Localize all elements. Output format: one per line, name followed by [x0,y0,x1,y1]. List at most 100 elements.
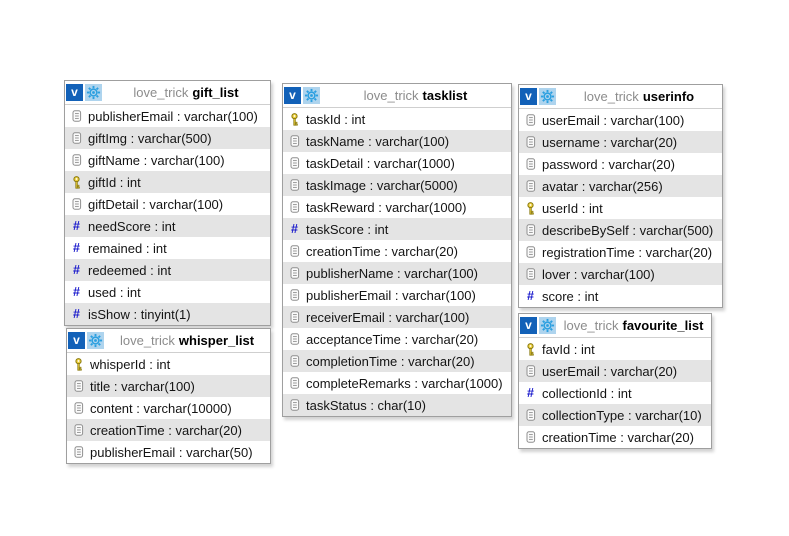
column-row-describeBySelf[interactable]: describeBySelfvarchar(500) [519,219,722,241]
text-icon [524,158,537,170]
column-row-password[interactable]: passwordvarchar(20) [519,153,722,175]
number-icon: # [524,387,537,400]
table-gift_list[interactable]: vlove_trickgift_listpublisherEmailvarcha… [64,80,271,326]
column-type: int [142,241,167,256]
column-name: avatar [542,178,579,194]
column-row-userEmail[interactable]: userEmailvarchar(20) [519,360,711,382]
column-type: varchar(100) [140,153,225,168]
column-row-score[interactable]: #scoreint [519,285,722,307]
column-row-content[interactable]: contentvarchar(10000) [67,397,270,419]
table-name: whisper_list [178,332,255,348]
table-favourite_list[interactable]: vlove_trickfavourite_listfavIdintuserEma… [518,313,712,449]
text-icon [70,110,83,122]
gear-icon [303,87,320,104]
column-row-userId[interactable]: userIdint [519,197,722,219]
view-icon: v [520,88,537,105]
column-type: int [146,357,170,372]
column-row-whisperId[interactable]: whisperIdint [67,353,270,375]
column-name: score [542,288,574,304]
text-icon [288,377,301,389]
view-icon: v [66,84,83,101]
gear-icon [87,332,104,349]
text-icon [70,198,83,210]
column-row-title[interactable]: titlevarchar(100) [67,375,270,397]
column-type: varchar(1000) [375,200,466,215]
table-whisper_list[interactable]: vlove_trickwhisper_listwhisperIdinttitle… [66,328,271,464]
column-row-creationTime[interactable]: creationTimevarchar(20) [519,426,711,448]
text-icon [72,446,85,458]
column-row-taskStatus[interactable]: taskStatuschar(10) [283,394,511,416]
column-row-needScore[interactable]: #needScoreint [65,215,270,237]
text-icon [524,268,537,280]
column-row-taskScore[interactable]: #taskScoreint [283,218,511,240]
column-name: taskId [306,111,341,127]
column-row-acceptanceTime[interactable]: acceptanceTimevarchar(20) [283,328,511,350]
column-name: used [88,284,117,300]
column-row-avatar[interactable]: avatarvarchar(256) [519,175,722,197]
column-type: varchar(500) [629,223,714,238]
column-name: giftImg [88,130,128,146]
column-name: receiverEmail [306,309,385,325]
column-row-collectionType[interactable]: collectionTypevarchar(10) [519,404,711,426]
column-type: varchar(20) [401,332,478,347]
column-row-redeemed[interactable]: #redeemedint [65,259,270,281]
number-icon: # [70,242,83,255]
column-name: publisherEmail [306,287,392,303]
column-row-username[interactable]: usernamevarchar(20) [519,131,722,153]
column-name: taskName [306,133,365,149]
column-type: char(10) [367,398,426,413]
column-row-taskName[interactable]: taskNamevarchar(100) [283,130,511,152]
column-type: varchar(50) [175,445,252,460]
column-type: varchar(100) [139,197,223,212]
column-row-creationTime[interactable]: creationTimevarchar(20) [283,240,511,262]
column-type: varchar(100) [365,134,449,149]
column-row-completeRemarks[interactable]: completeRemarksvarchar(1000) [283,372,511,394]
column-row-remained[interactable]: #remainedint [65,237,270,259]
column-row-receiverEmail[interactable]: receiverEmailvarchar(100) [283,306,511,328]
column-name: content [90,400,133,416]
column-row-taskImage[interactable]: taskImagevarchar(5000) [283,174,511,196]
column-row-giftImg[interactable]: giftImgvarchar(500) [65,127,270,149]
text-icon [524,224,537,236]
column-type: varchar(100) [391,288,476,303]
column-row-favId[interactable]: favIdint [519,338,711,360]
column-row-collectionId[interactable]: #collectionIdint [519,382,711,404]
column-row-creationTime[interactable]: creationTimevarchar(20) [67,419,270,441]
column-row-giftDetail[interactable]: giftDetailvarchar(100) [65,193,270,215]
column-row-publisherEmail[interactable]: publisherEmailvarchar(50) [67,441,270,463]
column-row-giftId[interactable]: giftIdint [65,171,270,193]
column-row-taskDetail[interactable]: taskDetailvarchar(1000) [283,152,511,174]
column-row-publisherName[interactable]: publisherNamevarchar(100) [283,262,511,284]
column-row-taskReward[interactable]: taskRewardvarchar(1000) [283,196,511,218]
text-icon [70,154,83,166]
text-icon [72,380,85,392]
table-name: favourite_list [622,317,704,333]
column-row-used[interactable]: #usedint [65,281,270,303]
column-type: varchar(256) [578,179,663,194]
column-row-userEmail[interactable]: userEmailvarchar(100) [519,109,722,131]
column-type: varchar(20) [617,430,694,445]
column-name: favId [542,341,571,357]
column-row-publisherEmail[interactable]: publisherEmailvarchar(100) [65,105,270,127]
table-userinfo[interactable]: vlove_trickuserinfouserEmailvarchar(100)… [518,84,723,308]
column-row-registrationTime[interactable]: registrationTimevarchar(20) [519,241,722,263]
column-name: userEmail [542,112,600,128]
column-row-giftName[interactable]: giftNamevarchar(100) [65,149,270,171]
column-row-isShow[interactable]: #isShowtinyint(1) [65,303,270,325]
table-tasklist[interactable]: vlove_tricktasklisttaskIdinttaskNamevarc… [282,83,512,417]
hash-glyph: # [73,306,80,321]
key-icon [524,342,537,356]
number-icon: # [70,264,83,277]
column-row-completionTime[interactable]: completionTimevarchar(20) [283,350,511,372]
column-type: varchar(20) [381,244,458,259]
column-row-taskId[interactable]: taskIdint [283,108,511,130]
column-row-publisherEmail[interactable]: publisherEmailvarchar(100) [283,284,511,306]
text-icon [288,201,301,213]
column-row-lover[interactable]: lovervarchar(100) [519,263,722,285]
